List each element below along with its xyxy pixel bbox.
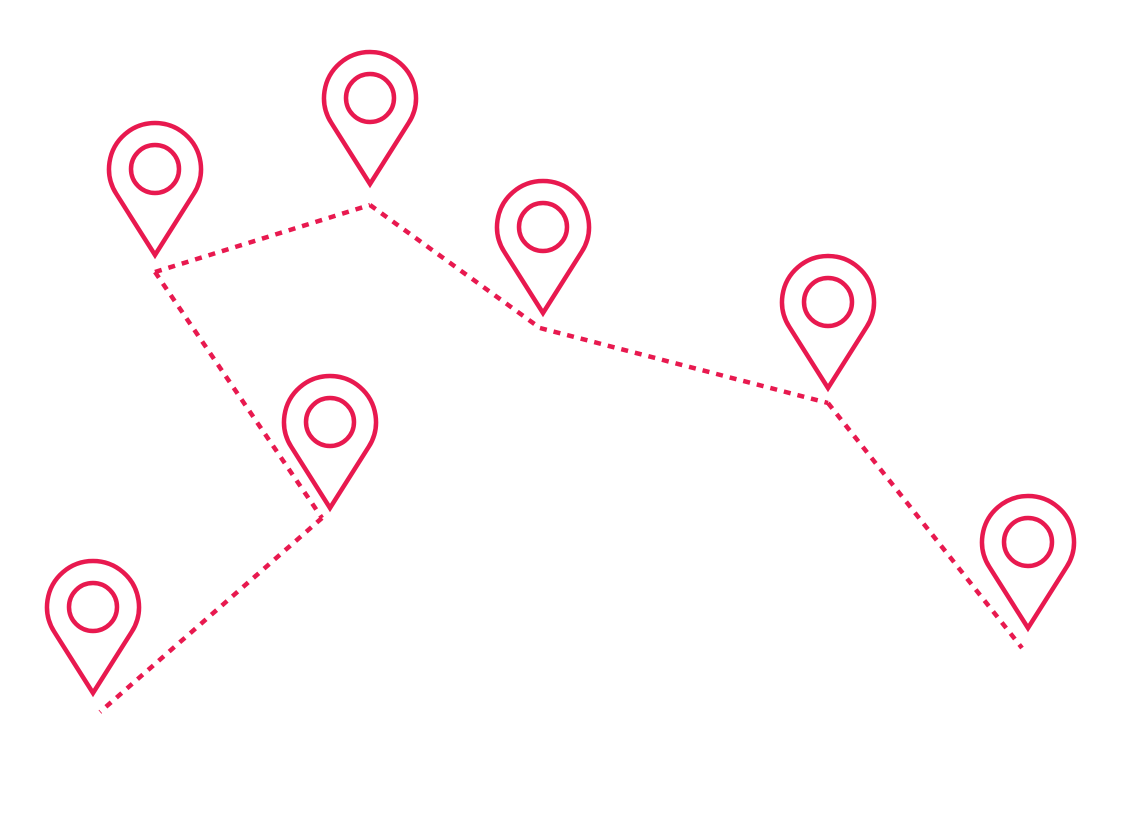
- route-segment: [826, 401, 1024, 650]
- map-pin-icon: [779, 253, 877, 393]
- pin-outline: [779, 253, 877, 393]
- pin-outline: [281, 373, 379, 513]
- pin-outline: [979, 493, 1077, 633]
- map-pin-icon: [979, 493, 1077, 633]
- pin-ring: [516, 200, 570, 254]
- pin-ring: [1001, 515, 1055, 569]
- pin-ring: [303, 395, 357, 449]
- pin-outline: [106, 120, 204, 260]
- pin-ring: [128, 142, 182, 196]
- pin-outline: [494, 178, 592, 318]
- map-pin-icon: [44, 558, 142, 698]
- map-pin-icon: [494, 178, 592, 318]
- route-segment: [368, 203, 542, 330]
- map-pin-icon: [106, 120, 204, 260]
- pin-ring: [801, 275, 855, 329]
- pin-outline: [44, 558, 142, 698]
- map-pin-icon: [321, 49, 419, 189]
- map-pin-icon: [281, 373, 379, 513]
- route-lines: [98, 202, 1024, 714]
- pin-outline: [321, 49, 419, 189]
- route-segment: [539, 325, 829, 406]
- route-segment: [154, 202, 371, 275]
- map-pins: [44, 49, 1077, 698]
- pin-ring: [66, 580, 120, 634]
- pin-ring: [343, 71, 397, 125]
